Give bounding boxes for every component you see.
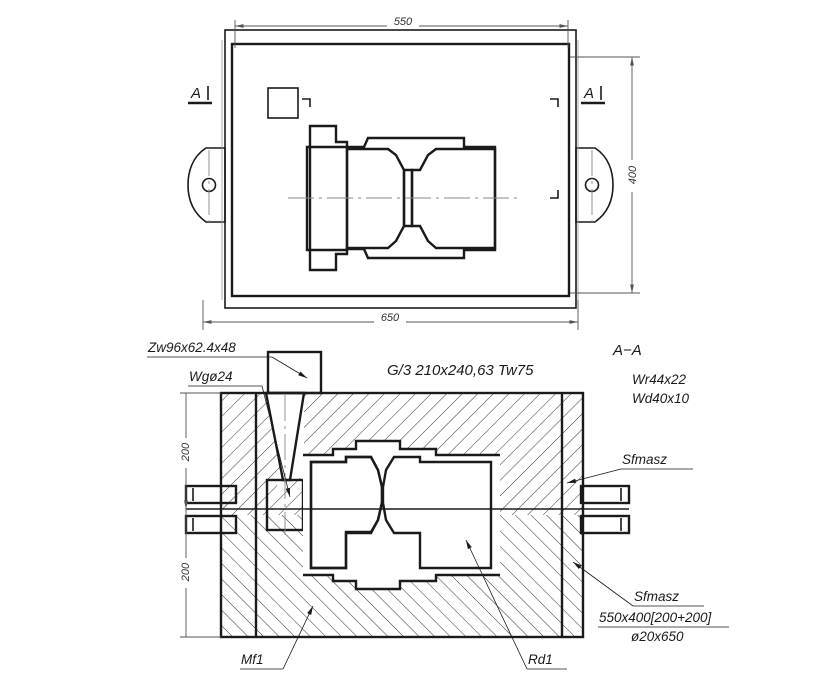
corner-tick-top-left: [302, 98, 311, 107]
annotation-sprue-text: Zw96x62.4x48: [147, 340, 236, 355]
dimension-200-upper: 200: [180, 392, 221, 509]
annotation-surface-upper: Sfmasz: [566, 452, 693, 484]
dimension-200-lower-text: 200: [180, 562, 192, 582]
section-view-a-a: A−A G/3 210x240,63 Tw75 Wr44x22 Wd40x10: [147, 340, 729, 670]
insert-bottom-note: Wd40x10: [632, 391, 690, 406]
mounting-lug-left: [187, 147, 226, 223]
annotation-cavity: Rd1: [465, 539, 567, 670]
dimension-200-lower: 200: [180, 500, 221, 638]
annotation-cavity-text: Rd1: [528, 652, 553, 667]
dimension-400: 400: [570, 56, 640, 294]
annotation-mould-frame: Mf1: [240, 605, 314, 670]
section-mark-left-label: A: [190, 85, 201, 102]
top-view-part-silhouette: [305, 124, 497, 272]
mounting-lug-right: [575, 147, 614, 223]
top-view-square-feature: [267, 87, 299, 119]
right-cooling-ports: [579, 484, 631, 535]
section-title: A−A: [612, 342, 642, 359]
corner-tick-bottom-right: [550, 190, 559, 199]
top-view-inner-plate: [230, 42, 571, 298]
annotation-gate: Wgø24: [188, 369, 291, 498]
dimension-650-text: 650: [381, 312, 400, 324]
dimension-400-text: 400: [627, 165, 639, 184]
annotation-sprue: Zw96x62.4x48: [147, 340, 308, 379]
insert-top-note: Wr44x22: [632, 372, 687, 387]
annotation-surface-upper-text: Sfmasz: [622, 452, 667, 467]
annotation-gate-text: Wgø24: [189, 369, 233, 384]
cavity-pocket-lower-outline: [303, 573, 500, 591]
top-view: A A 550 650: [187, 15, 640, 330]
corner-tick-top-right: [550, 98, 559, 107]
dimension-650: 650: [202, 300, 579, 330]
mould-outer-outline: [219, 391, 585, 639]
top-view-outer-plate: [224, 29, 577, 309]
annotation-surface-lower-text: Sfmasz: [634, 589, 679, 604]
annotation-plate-size-text: 550x400[200+200]: [599, 610, 712, 625]
dimension-550: 550: [234, 15, 569, 48]
machine-header-note: G/3 210x240,63 Tw75: [387, 362, 534, 379]
dimension-200-upper-text: 200: [180, 442, 192, 462]
annotation-surface-lower: Sfmasz 550x400[200+200] ø20x650: [572, 561, 729, 644]
section-mark-right[interactable]: A: [581, 85, 605, 105]
annotation-ejector-text: ø20x650: [631, 629, 684, 644]
moulded-part-right: [381, 455, 493, 570]
section-mark-right-label: A: [583, 85, 594, 102]
section-mark-left[interactable]: A: [188, 85, 212, 105]
dimension-550-text: 550: [394, 16, 413, 28]
annotation-mould-frame-text: Mf1: [241, 652, 264, 667]
cavity-pocket-upper-outline: [303, 439, 500, 457]
mould-body: [184, 350, 631, 639]
